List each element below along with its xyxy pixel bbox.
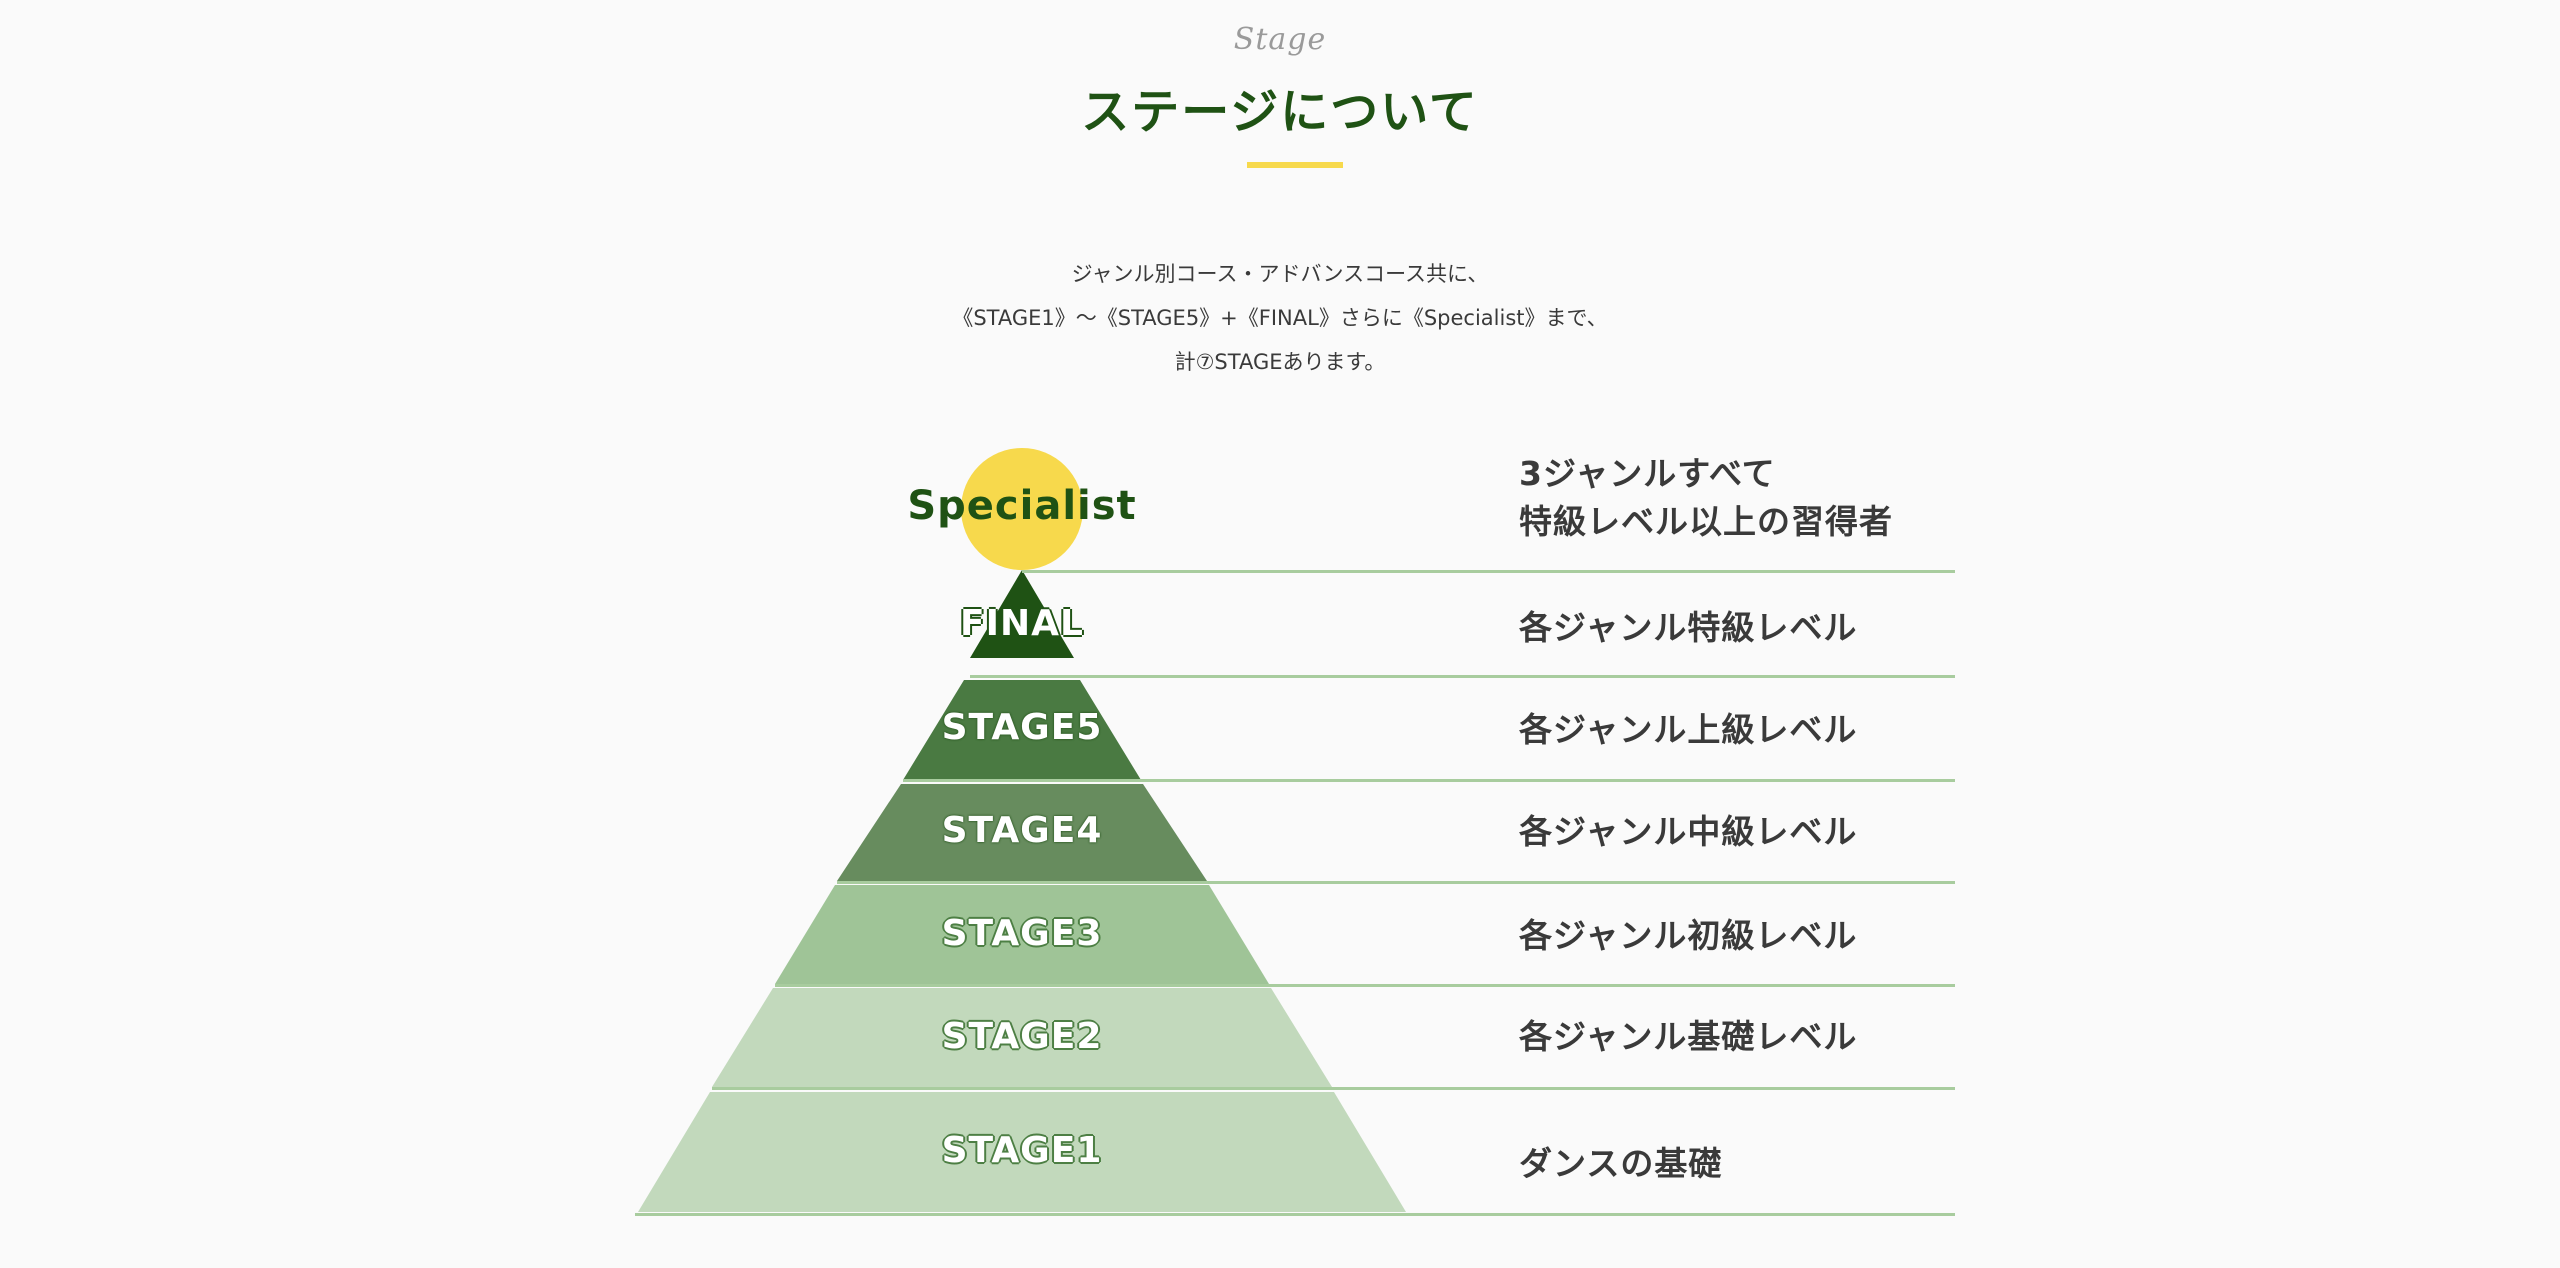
band-label-stage4: STAGE4 xyxy=(941,810,1103,851)
divider-line xyxy=(970,675,1955,678)
description-stage2: 各ジャンル基礎レベル xyxy=(1519,1017,1858,1056)
description-stage3: 各ジャンル初級レベル xyxy=(1519,916,1858,955)
divider-line xyxy=(712,1087,1955,1090)
page-title: ステージについて xyxy=(1081,84,1479,140)
title-underline xyxy=(1247,162,1343,168)
divider-line xyxy=(635,1213,1955,1216)
band-label-stage1: STAGE1 xyxy=(941,1130,1103,1171)
specialist-label: Specialist xyxy=(907,483,1137,529)
intro-text: ジャンル別コース・アドバンスコース共に、 《STAGE1》〜《STAGE5》+《… xyxy=(0,252,2560,384)
intro-line: 計⑦STAGEあります。 xyxy=(1174,350,1386,374)
band-label-stage5: STAGE5 xyxy=(941,707,1103,748)
description-line: 3ジャンルすべて xyxy=(1519,454,1776,493)
band-stage4 xyxy=(837,784,1207,881)
divider-line xyxy=(903,779,1955,782)
specialist-circle xyxy=(961,448,1083,570)
divider-line xyxy=(837,881,1955,884)
band-stage2 xyxy=(712,988,1332,1087)
description-stage1: ダンスの基礎 xyxy=(1519,1144,1723,1183)
band-stage5 xyxy=(903,680,1141,780)
band-final xyxy=(970,570,1074,658)
divider-line xyxy=(775,984,1955,987)
specialist-description: 3ジャンルすべて 特級レベル以上の習得者 xyxy=(1519,450,1893,546)
description-final: 各ジャンル特級レベル xyxy=(1519,608,1858,647)
intro-line: 《STAGE1》〜《STAGE5》+《FINAL》さらに《Specialist》… xyxy=(952,306,1608,330)
band-stage1 xyxy=(638,1092,1406,1212)
band-stage3 xyxy=(775,885,1269,984)
band-label-stage2: STAGE2 xyxy=(941,1016,1103,1057)
section-eyebrow: Stage xyxy=(1233,22,1327,57)
description-stage5: 各ジャンル上級レベル xyxy=(1519,710,1858,749)
divider-line xyxy=(1022,570,1955,573)
description-line: 特級レベル以上の習得者 xyxy=(1519,502,1893,541)
intro-line: ジャンル別コース・アドバンスコース共に、 xyxy=(1071,262,1489,286)
band-label-final: FINAL xyxy=(960,603,1084,644)
band-label-stage3: STAGE3 xyxy=(941,913,1103,954)
description-stage4: 各ジャンル中級レベル xyxy=(1519,812,1858,851)
